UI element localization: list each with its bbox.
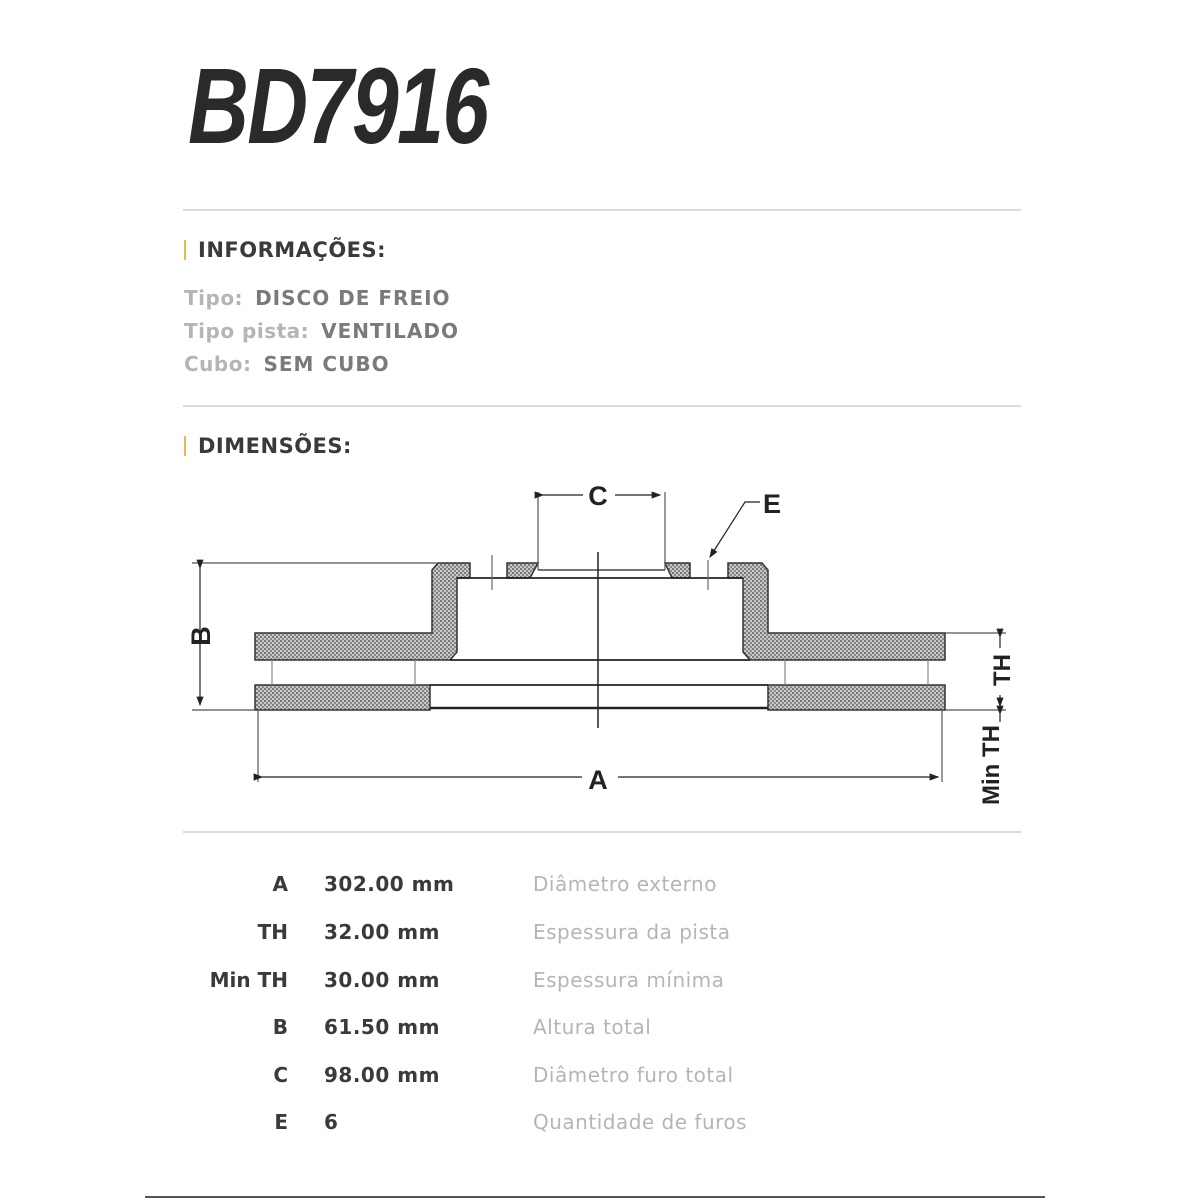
- dimension-row: E 6 Quantidade de furos: [0, 1110, 1200, 1140]
- info-row-tipo: Tipo: DISCO DE FREIO: [184, 282, 459, 315]
- dimension-key: TH: [257, 920, 288, 944]
- divider: [183, 209, 1021, 211]
- label-a: A: [588, 765, 608, 795]
- label-e: E: [763, 489, 781, 519]
- dimension-key: B: [272, 1015, 288, 1039]
- dimension-desc: Diâmetro externo: [533, 872, 717, 896]
- dimensions-heading: DIMENSÕES:: [184, 434, 352, 458]
- label-b: B: [186, 626, 216, 646]
- brake-disc-diagram: C E A B TH Min TH: [186, 481, 1016, 805]
- dimension-row: C 98.00 mm Diâmetro furo total: [0, 1063, 1200, 1093]
- info-list: Tipo: DISCO DE FREIO Tipo pista: VENTILADO…: [184, 282, 459, 381]
- dimension-row: Min TH 30.00 mm Espessura mínima: [0, 968, 1200, 998]
- accent-bar: [184, 436, 186, 456]
- dimension-value: 32.00 mm: [324, 920, 440, 944]
- dimension-key: C: [273, 1063, 288, 1087]
- disc-section: [254, 562, 946, 711]
- dimension-key: Min TH: [209, 968, 288, 992]
- dimension-value: 98.00 mm: [324, 1063, 440, 1087]
- dimension-row: TH 32.00 mm Espessura da pista: [0, 920, 1200, 950]
- bottom-divider: [145, 1196, 1045, 1198]
- info-heading: INFORMAÇÕES:: [184, 238, 386, 262]
- dimension-value: 61.50 mm: [324, 1015, 440, 1039]
- product-code-title: BD7916: [188, 45, 489, 166]
- info-value: DISCO DE FREIO: [255, 286, 451, 310]
- info-label: Tipo:: [184, 286, 244, 310]
- info-value: SEM CUBO: [263, 352, 390, 376]
- dimension-desc: Espessura da pista: [533, 920, 731, 944]
- dimension-row: B 61.50 mm Altura total: [0, 1015, 1200, 1045]
- info-label: Tipo pista:: [184, 319, 310, 343]
- dimension-key: E: [274, 1110, 288, 1134]
- dimension-value: 302.00 mm: [324, 872, 455, 896]
- accent-bar: [184, 240, 186, 260]
- divider: [183, 831, 1021, 833]
- dimension-desc: Quantidade de furos: [533, 1110, 748, 1134]
- dimension-value: 6: [324, 1110, 339, 1134]
- label-min-th: Min TH: [978, 725, 1005, 805]
- dimension-desc: Diâmetro furo total: [533, 1063, 734, 1087]
- divider: [183, 405, 1021, 407]
- label-c: C: [588, 481, 608, 511]
- dimension-desc: Espessura mínima: [533, 968, 725, 992]
- dimensions-heading-text: DIMENSÕES:: [198, 434, 352, 458]
- dimension-desc: Altura total: [533, 1015, 652, 1039]
- info-row-tipo-pista: Tipo pista: VENTILADO: [184, 315, 459, 348]
- dimension-value: 30.00 mm: [324, 968, 440, 992]
- dimension-row: A 302.00 mm Diâmetro externo: [0, 872, 1200, 902]
- info-value: VENTILADO: [321, 319, 459, 343]
- label-th: TH: [989, 654, 1016, 686]
- dimension-key: A: [272, 872, 288, 896]
- info-row-cubo: Cubo: SEM CUBO: [184, 348, 459, 381]
- info-heading-text: INFORMAÇÕES:: [198, 238, 387, 262]
- info-label: Cubo:: [184, 352, 252, 376]
